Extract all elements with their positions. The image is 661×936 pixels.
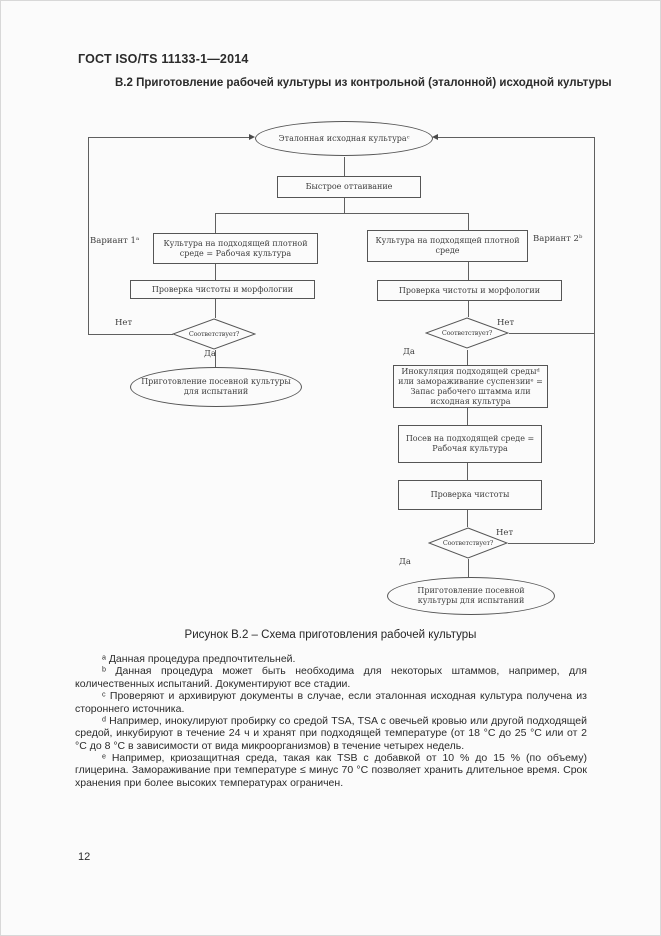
standard-number: ГОСТ ISO/TS 11133-1—2014 bbox=[78, 52, 249, 66]
no-line-right-2 bbox=[508, 543, 594, 544]
yes-label-left: Да bbox=[204, 349, 216, 359]
feedback-line-right-wall bbox=[594, 137, 595, 543]
footnote-b: ᵇ Данная процедура может быть необходима… bbox=[75, 665, 587, 690]
section-title: В.2 Приготовление рабочей культуры из ко… bbox=[115, 77, 612, 89]
node-inoculation: Инокуляция подходящей средыᵈ или замораж… bbox=[393, 365, 548, 408]
connector bbox=[467, 408, 468, 425]
connector-branch-split bbox=[215, 213, 468, 214]
connector bbox=[468, 301, 469, 317]
footnote-e: ᵉ Например, криозащитная среда, такая ка… bbox=[75, 752, 587, 789]
node-right-culture: Культура на подходящей плотной среде bbox=[367, 230, 528, 262]
footnote-d: ᵈ Например, инокулируют пробирку со сред… bbox=[75, 714, 587, 752]
footnote-c: ᶜ Проверяют и архивируют документы в слу… bbox=[75, 690, 587, 715]
yes-label-right-2: Да bbox=[399, 557, 411, 567]
node-right-decision-1: Соответствует? bbox=[425, 317, 509, 349]
diamond-shape bbox=[172, 318, 256, 350]
connector bbox=[468, 262, 469, 280]
variant-1-label: Вариант 1ᵃ bbox=[90, 236, 140, 246]
decision-label: Соответствует? bbox=[442, 539, 494, 547]
node-right-check: Проверка чистоты и морфологии bbox=[377, 280, 562, 301]
arrowhead-into-start-right bbox=[432, 134, 438, 140]
yes-label-right-1: Да bbox=[403, 347, 415, 357]
decision-label: Соответствует? bbox=[188, 330, 240, 338]
diamond-shape bbox=[425, 317, 509, 349]
connector bbox=[215, 350, 216, 367]
connector bbox=[344, 198, 345, 213]
no-label-right-1: Нет bbox=[497, 318, 515, 328]
connector bbox=[215, 213, 216, 233]
node-right-end-ellipse: Приготовление посевной культуры для испы… bbox=[387, 577, 555, 615]
footnote-a: ᵃ Данная процедура предпочтительней. bbox=[102, 653, 296, 665]
no-line-left bbox=[88, 334, 173, 335]
no-label-right-2: Нет bbox=[496, 528, 514, 538]
connector bbox=[467, 510, 468, 527]
node-left-check: Проверка чистоты и морфологии bbox=[130, 280, 315, 299]
variant-2-label: Вариант 2ᵇ bbox=[533, 234, 583, 244]
node-right-decision-2: Соответствует? bbox=[428, 527, 508, 559]
footnotes-block: ᵃ Данная процедура предпочтительней. ᵇ Д… bbox=[75, 653, 587, 789]
node-start-ellipse: Эталонная исходная культураᶜ bbox=[255, 121, 433, 156]
feedback-line-top-right bbox=[438, 137, 595, 138]
feedback-line-top-left bbox=[88, 137, 250, 138]
connector bbox=[468, 213, 469, 230]
feedback-line-left-wall bbox=[88, 137, 89, 334]
no-label-left: Нет bbox=[115, 318, 133, 328]
connector bbox=[468, 559, 469, 577]
connector bbox=[344, 157, 345, 176]
figure-caption: Рисунок В.2 – Схема приготовления рабоче… bbox=[184, 629, 477, 641]
node-left-decision: Соответствует? bbox=[172, 318, 256, 350]
node-left-culture: Культура на подходящей плотной среде = Р… bbox=[153, 233, 318, 264]
node-left-end-ellipse: Приготовление посевной культуры для испы… bbox=[130, 367, 302, 407]
connector bbox=[467, 463, 468, 480]
arrowhead-into-start-left bbox=[249, 134, 255, 140]
node-purity-check: Проверка чистоты bbox=[398, 480, 542, 510]
node-sowing: Посев на подходящей среде = Рабочая куль… bbox=[398, 425, 542, 463]
page-number: 12 bbox=[78, 851, 91, 863]
node-fast-thaw: Быстрое оттаивание bbox=[277, 176, 421, 198]
decision-label: Соответствует? bbox=[441, 329, 493, 337]
connector bbox=[467, 350, 468, 365]
diamond-shape bbox=[428, 527, 508, 559]
no-line-right-1 bbox=[509, 333, 594, 334]
connector bbox=[215, 264, 216, 280]
connector bbox=[215, 299, 216, 318]
